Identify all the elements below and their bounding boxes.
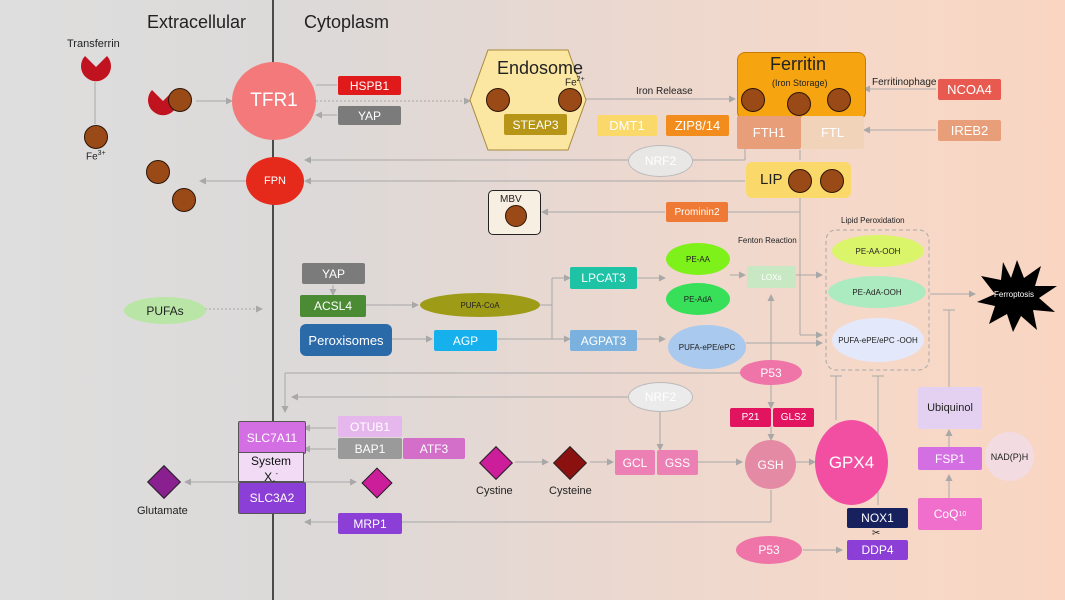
pe-ada-ooh-cloud: PE-AdA-OOH [828,276,926,308]
nadph-node: NAD(P)H [985,432,1034,481]
ftl-box: FTL [801,116,864,149]
lipid-peroxidation-label: Lipid Peroxidation [841,216,905,225]
zip814-box: ZIP8/14 [666,115,729,136]
lpcat3-box: LPCAT3 [570,267,637,289]
p21-box: P21 [730,408,771,427]
nox1-box: NOX1 [847,508,908,528]
glutamate-label: Glutamate [137,505,188,517]
iron-dot-6 [787,92,811,116]
atf3-box: ATF3 [403,438,465,459]
fenton-reaction-label: Fenton Reaction [738,236,797,245]
iron-dot-2 [84,125,108,149]
otub1-box: OTUB1 [338,416,402,437]
endosome-label: Endosome [497,58,584,78]
p53-oval-2: P53 [736,536,802,564]
acsl4-box: ACSL4 [300,295,366,317]
pe-ada-cloud: PE-AdA [666,283,730,315]
transferrin-icon [81,56,111,82]
fpn-node: FPN [246,157,304,205]
bap1-box: BAP1 [338,438,402,459]
iron-dot-3 [486,88,510,112]
ncoa4-box: NCOA4 [938,79,1001,100]
peroxisomes-box: Peroxisomes [300,324,392,356]
ferroptosis-burst [977,260,1057,332]
ubiquinol-box: Ubiquinol [918,387,982,429]
steap3-box: STEAP3 [504,114,567,135]
iron-dot-10 [788,169,812,193]
iron-dot-12 [505,205,527,227]
nrf2-oval-2: NRF2 [628,382,693,412]
hspb1-box: HSPB1 [338,76,401,95]
extracellular-label: Extracellular [147,12,247,32]
yap-box-1: YAP [338,106,401,125]
iron-release-label: Iron Release [636,86,693,97]
slc3a2-box: SLC3A2 [238,482,306,514]
ferritin-sub-label: (Iron Storage) [772,78,828,88]
gcl-box: GCL [615,450,655,475]
ferritin-label: Ferritin [770,54,827,74]
fe3-label: Fe3+ [86,150,106,163]
mbv-label: MBV [500,194,522,205]
p53-oval-1: P53 [740,360,802,385]
iron-dot-1 [168,88,192,112]
cytoplasm-label: Cytoplasm [304,12,390,32]
pufa-epe-ooh-cloud: PUFA-ePE/ePC -OOH [832,318,924,362]
iron-dot-5 [741,88,765,112]
iron-dot-4 [558,88,582,112]
pufa-epe-cloud: PUFA-ePE/ePC [668,325,746,369]
iron-dot-11 [820,169,844,193]
pufas-cloud: PUFAs [124,297,206,324]
agpat3-box: AGPAT3 [570,330,637,351]
iron-dot-9 [172,188,196,212]
nrf2-oval-1: NRF2 [628,145,693,177]
loxs-box: LOXs [747,266,796,288]
transferrin-label: Transferrin [67,38,120,50]
iron-dot-7 [827,88,851,112]
cysteine-label: Cysteine [549,485,592,497]
tfr1-node: TFR1 [232,62,316,140]
gpx4-node: GPX4 [815,420,888,505]
gsh-node: GSH [745,440,796,489]
scissors-icon: ✂ [872,528,881,539]
system-xc-box: System Xc- [238,452,304,486]
lip-label: LIP [760,171,783,188]
ferroptosis-label: Ferroptosis [994,290,1035,299]
pufa-coa-cloud: PUFA-CoA [420,293,540,317]
fe2-label: Fe2+ [565,76,585,89]
iron-dot-8 [146,160,170,184]
ireb2-box: IREB2 [938,120,1001,141]
fsp1-box: FSP1 [918,447,982,470]
ddp4-box: DDP4 [847,540,908,560]
pe-aa-ooh-cloud: PE-AA-OOH [832,235,924,267]
mrp1-box: MRP1 [338,513,402,534]
yap-box-2: YAP [302,263,365,284]
slc7a11-box: SLC7A11 [238,421,306,454]
fth1-box: FTH1 [737,116,801,149]
pe-aa-cloud: PE-AA [666,243,730,275]
gss-box: GSS [657,450,698,475]
ferritinophage-label: Ferritinophage [872,77,937,88]
prominin2-box: Prominin2 [666,202,728,222]
cystine-label: Cystine [476,485,513,497]
dmt1-box: DMT1 [597,115,657,136]
agp-box: AGP [434,330,497,351]
gls2-box: GLS2 [773,408,814,427]
